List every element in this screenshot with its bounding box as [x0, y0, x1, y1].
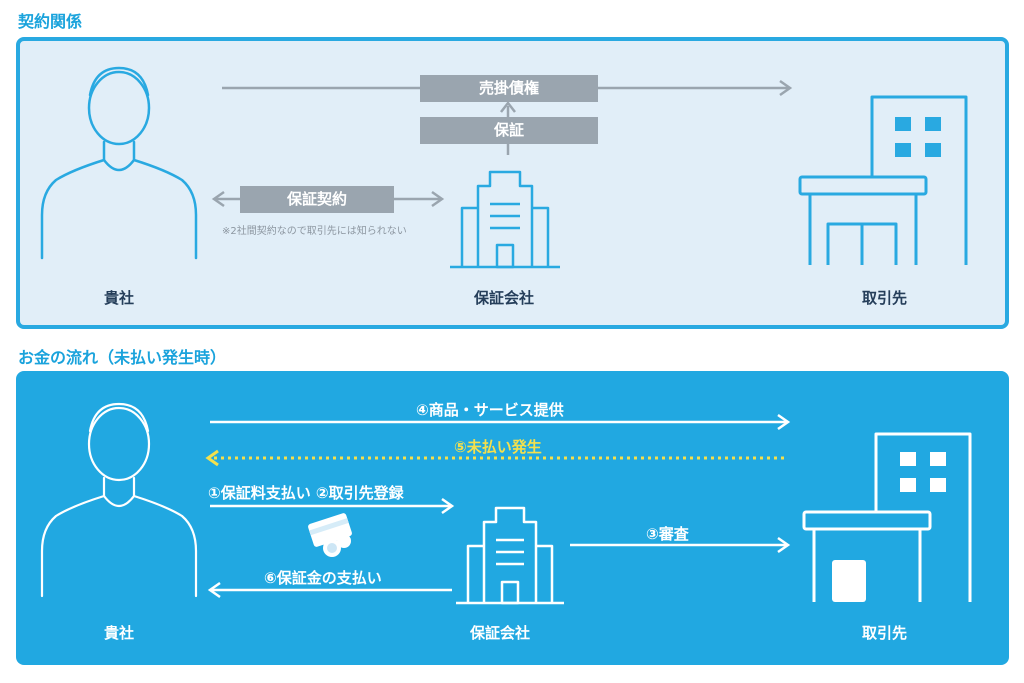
office-building-icon [450, 170, 560, 269]
flow-section-title: お金の流れ（未払い発生時） [18, 348, 227, 367]
office-building-icon-white [456, 506, 564, 605]
money-flow-panel [16, 371, 1009, 665]
step3-label: ③審査 [646, 525, 689, 543]
client-label: 取引先 [862, 289, 908, 307]
step6-label: ⑥保証金の支払い [264, 569, 382, 587]
step4-label: ④商品・サービス提供 [416, 401, 564, 419]
card-coin-icon [308, 513, 352, 557]
guarantee-label: 保証 [420, 117, 598, 144]
flow-company-label: 貴社 [104, 624, 135, 642]
contract-note: ※2社間契約なので取引先には知られない [222, 226, 407, 237]
flow-guarantor-label: 保証会社 [470, 624, 531, 642]
person-icon [40, 66, 198, 260]
receivable-label: 売掛債権 [420, 75, 598, 102]
guarantor-label: 保証会社 [474, 289, 535, 307]
contract-section-title: 契約関係 [18, 12, 83, 31]
store-building-icon [798, 95, 968, 265]
company-label: 貴社 [104, 289, 135, 307]
person-icon-white [40, 402, 198, 598]
step12-label: ①保証料支払い ②取引先登録 [208, 484, 404, 502]
store-building-icon-white [802, 432, 972, 602]
flow-client-label: 取引先 [862, 624, 908, 642]
step5-label: ⑤未払い発生 [454, 438, 542, 456]
guarantee-contract-label: 保証契約 [240, 186, 394, 213]
